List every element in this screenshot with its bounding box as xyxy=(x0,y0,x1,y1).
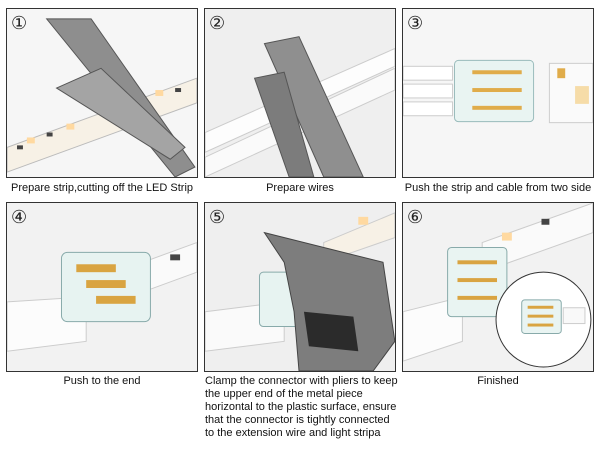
step-5-caption: Clamp the connector with pliers to keep … xyxy=(205,375,398,439)
step-3-number: ③ xyxy=(407,13,424,33)
step-2-caption: Prepare wires xyxy=(266,182,334,194)
step-3-panel: ③ xyxy=(402,8,594,178)
step-1-caption: Prepare strip,cutting off the LED Strip xyxy=(11,182,193,194)
step-1-number: ① xyxy=(11,13,28,33)
step-5-number: ⑤ xyxy=(209,207,226,227)
step-2-number: ② xyxy=(209,13,226,33)
step-4-caption: Push to the end xyxy=(63,375,141,387)
step-3-caption: Push the strip and cable from two side xyxy=(404,182,592,194)
finished-connection-image xyxy=(403,203,593,371)
scissors-cutting-wires-image xyxy=(205,9,395,177)
connector-strip-cable-image xyxy=(403,9,593,177)
step-4-number: ④ xyxy=(11,207,28,227)
step-6-caption: Finished xyxy=(477,375,519,387)
pliers-clamping-connector-image xyxy=(205,203,395,371)
step-6-panel: ⑥ xyxy=(402,202,594,372)
scissors-cutting-led-strip-image xyxy=(7,9,197,177)
step-1-panel: ① xyxy=(6,8,198,178)
step-6-number: ⑥ xyxy=(407,207,424,227)
step-5-panel: ⑤ xyxy=(204,202,396,372)
connector-pushed-image xyxy=(7,203,197,371)
step-4-panel: ④ xyxy=(6,202,198,372)
step-2-panel: ② xyxy=(204,8,396,178)
